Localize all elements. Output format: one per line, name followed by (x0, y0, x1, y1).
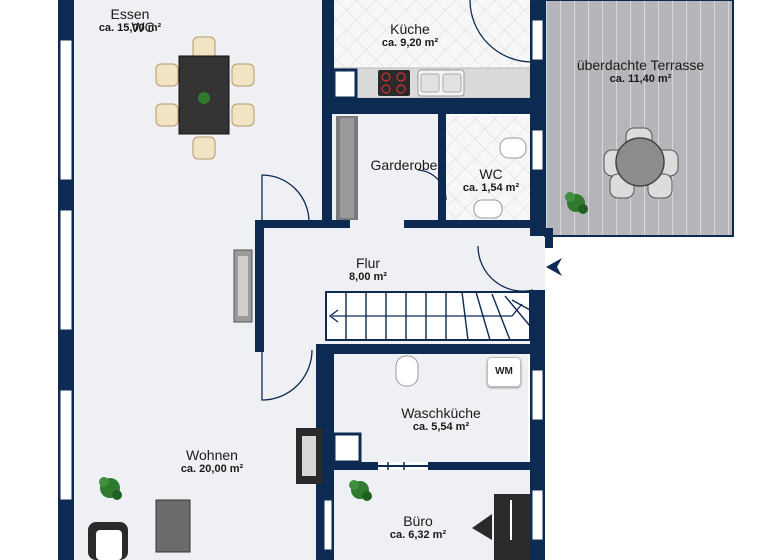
label-wc: WC ca. 1,54 m² (447, 166, 535, 195)
wc-name: WC (479, 166, 503, 182)
floor-kueche (332, 0, 530, 70)
kueche-name: Küche (390, 21, 430, 37)
flur-name: Flur (355, 255, 381, 271)
label-garderobe: Garderobe (356, 157, 452, 173)
buero-name: Büro (403, 513, 433, 529)
essen-area: ca. 15,00 m² (98, 22, 162, 35)
buero-area: ca. 6,32 m² (389, 529, 447, 542)
coffee-table (155, 499, 191, 553)
essen-name: Essen (110, 6, 150, 22)
staircase (325, 291, 531, 341)
entrance-arrow-icon (546, 258, 562, 276)
flur-area: 8,00 m² (349, 271, 387, 284)
essen-overlay-text: WC (131, 19, 155, 35)
toilets (395, 137, 527, 387)
plants (99, 192, 588, 501)
label-essen-overlay: WC (128, 19, 158, 35)
label-terrasse: überdachte Terrasse ca. 11,40 m² (553, 57, 728, 86)
dining-table (155, 36, 255, 160)
garderobe-name: Garderobe (370, 157, 438, 173)
washing-machine: WM (487, 357, 521, 387)
waschkueche-name: Waschküche (401, 405, 481, 421)
kueche-area: ca. 9,20 m² (381, 37, 439, 50)
label-essen: Essen ca. 15,00 m² (80, 6, 180, 35)
door-swings (261, 0, 534, 401)
terrasse-name: überdachte Terrasse (576, 57, 705, 73)
label-wohnen: Wohnen ca. 20,00 m² (156, 447, 268, 476)
wc-area: ca. 1,54 m² (462, 182, 520, 195)
wohnen-name: Wohnen (186, 447, 238, 463)
terrasse-area: ca. 11,40 m² (609, 73, 672, 86)
windows (59, 19, 544, 551)
wohnen-area: ca. 20,00 m² (180, 463, 244, 476)
cooktop (378, 70, 410, 96)
label-buero: Büro ca. 6,32 m² (368, 513, 468, 542)
label-flur: Flur 8,00 m² (318, 255, 418, 284)
label-waschkueche: Waschküche ca. 5,54 m² (381, 405, 501, 434)
waschkueche-area: ca. 5,54 m² (412, 421, 470, 434)
label-kueche: Küche ca. 9,20 m² (350, 21, 470, 50)
terrace-table (603, 127, 679, 199)
